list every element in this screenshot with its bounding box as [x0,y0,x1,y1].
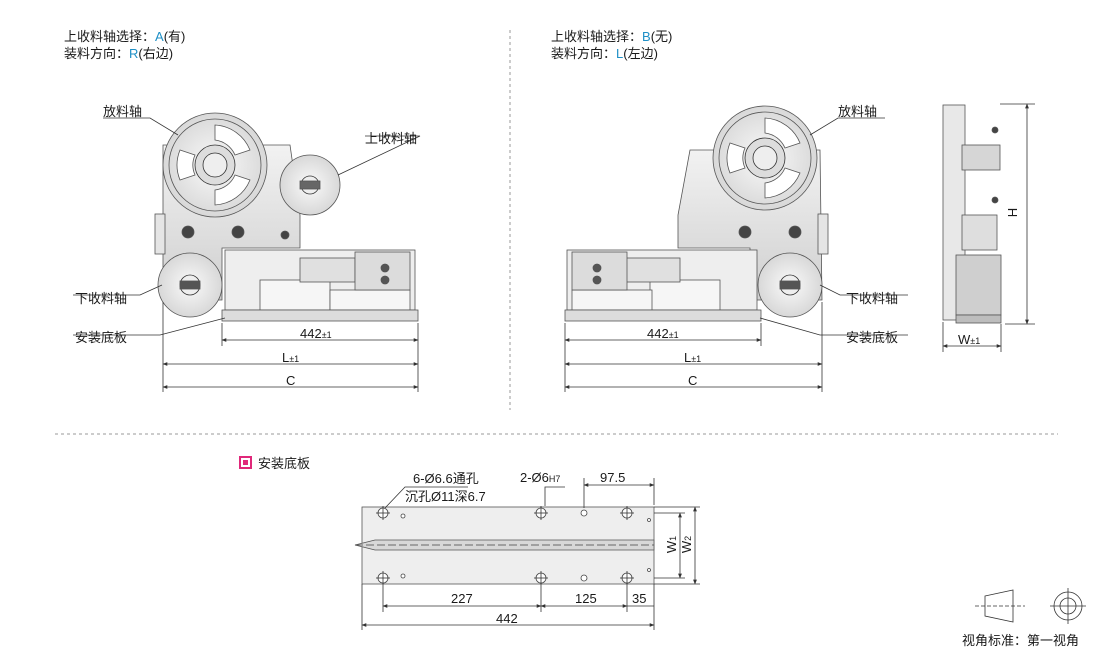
right-dim-442-tol: ±1 [668,330,679,340]
right-dim-442: 442±1 [647,326,679,341]
right-spec-direction-note: (左边) [623,46,658,61]
right-spec-upper-axis-value: B [642,29,651,44]
plate-dim-W1-letter: W [664,540,680,554]
left-spec-direction-note: (右边) [138,46,174,61]
plate-pin-spec: 2-Ø6H7 [520,470,560,485]
plate-dim-W2-sub: 2 [683,535,694,541]
left-dim-442: 442±1 [300,326,332,341]
right-callout-unwind-shaft: 放料轴 [838,104,878,119]
side-dim-H: H [1005,207,1021,218]
right-dim-L: L±1 [684,350,701,365]
side-dim-W-value: W [958,332,971,347]
plate-dim-W2: W2 [679,536,694,553]
plate-pin-spec-tol: H7 [548,474,561,484]
plate-title: 安装底板 [258,456,311,471]
left-spec-upper-axis: 上收料轴选择：A(有) [64,28,185,45]
right-callout-lower-rewind-shaft: 下收料轴 [846,291,899,306]
first-angle-projection-symbol [975,588,1086,624]
side-dim-W: W±1 [958,332,980,347]
plate-dim-W2-letter: W [679,540,695,554]
plate-dim-125: 125 [575,591,597,606]
left-spec-upper-axis-label: 上收料轴选择： [64,29,156,44]
plate-dim-W1: W1 [664,536,679,553]
projection-label: 视角标准：第一视角 [962,633,1080,648]
left-callout-lower-rewind-shaft: 下收料轴 [75,291,128,306]
left-spec-direction-label: 装料方向： [64,46,130,61]
left-callout-upper-rewind-shaft: 上收料轴 [365,131,418,146]
left-spec-upper-axis-value: A [155,29,164,44]
left-dim-L: L±1 [282,350,299,365]
right-spec-upper-axis-note: (无) [650,29,673,44]
left-dimension-lines [73,117,421,392]
left-spec-direction: 装料方向：R(右边) [64,45,173,62]
side-machine-view [942,104,1002,324]
plate-dim-227: 227 [451,591,473,606]
right-spec-direction: 装料方向：L(左边) [551,45,658,62]
right-spec-upper-axis: 上收料轴选择：B(无) [551,28,672,45]
plate-dim-35: 35 [632,591,647,606]
side-dim-W-tol: ±1 [970,336,981,346]
left-dim-C: C [286,373,296,388]
right-dim-C: C [688,373,698,388]
left-callout-mounting-plate: 安装底板 [75,330,128,345]
plate-dimension-lines [361,478,700,630]
left-dim-L-tol: ±1 [289,354,300,364]
left-spec-upper-axis-note: (有) [163,29,186,44]
plate-hole-spec-1: 6-Ø6.6通孔 [413,471,479,486]
right-spec-upper-axis-label: 上收料轴选择： [551,29,643,44]
left-dim-442-tol: ±1 [321,330,332,340]
right-spec-direction-label: 装料方向： [551,46,617,61]
left-dim-442-value: 442 [300,326,322,341]
right-dim-442-value: 442 [647,326,669,341]
plate-drawing [354,506,655,585]
right-machine-view [564,105,829,322]
right-dimension-lines [564,117,908,392]
left-spec-direction-value: R [129,46,139,61]
side-dimension-lines [942,103,1035,352]
plate-dim-442: 442 [496,611,518,626]
right-spec-direction-value: L [616,46,624,61]
right-dim-L-tol: ±1 [691,354,702,364]
plate-dim-W1-sub: 1 [668,535,679,541]
legend-marker-icon [239,456,252,469]
plate-pin-spec-value: 2-Ø6 [520,470,549,485]
left-callout-unwind-shaft: 放料轴 [103,104,143,119]
plate-hole-spec-2: 沉孔Ø11深6.7 [405,489,486,504]
right-callout-mounting-plate: 安装底板 [846,330,899,345]
plate-dim-97-5: 97.5 [600,470,626,485]
left-dim-L-value: L [282,350,290,365]
left-machine-view [154,112,419,322]
right-dim-L-value: L [684,350,692,365]
